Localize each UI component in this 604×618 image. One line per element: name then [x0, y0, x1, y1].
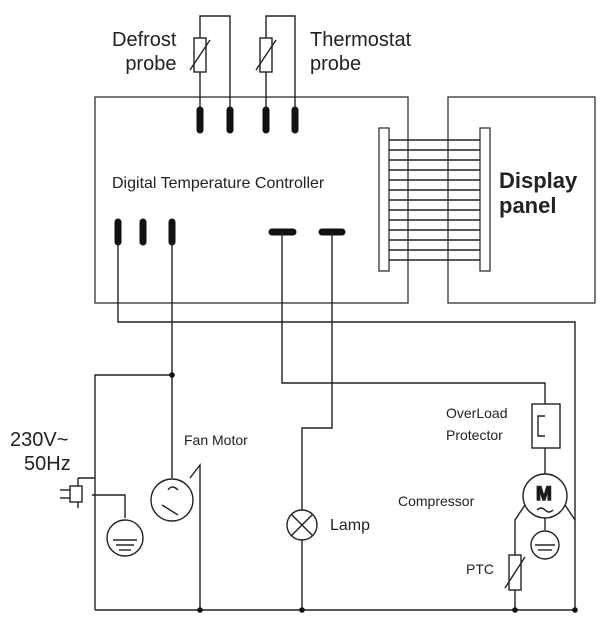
compressor-label: Compressor	[398, 493, 475, 509]
controller-label: Digital Temperature Controller	[112, 175, 325, 192]
compressor-symbol: M	[522, 473, 568, 560]
lamp-label: Lamp	[330, 517, 371, 534]
ptc-label: PTC	[466, 561, 494, 577]
power-plug-symbol	[60, 485, 144, 557]
supply-label: 230V~ 50Hz	[10, 429, 71, 475]
thermostat-probe-label: Thermostat probe	[310, 29, 412, 75]
overload-protector-symbol	[531, 403, 561, 449]
power-terminals	[114, 218, 176, 246]
thermostat-probe-symbol	[255, 15, 296, 110]
display-panel-label: Display panel	[499, 168, 578, 218]
fan-motor-label: Fan Motor	[184, 432, 248, 448]
defrost-probe-label: Defrost probe	[112, 29, 177, 75]
controller-box	[94, 96, 409, 304]
defrost-probe-symbol	[189, 15, 231, 110]
compressor-motor-letter: M	[536, 484, 552, 505]
lamp-symbol	[286, 509, 318, 541]
junction-dots	[169, 372, 578, 613]
fan-motor-symbol	[150, 478, 194, 522]
ribbon-cable	[378, 127, 491, 272]
wires	[77, 232, 576, 611]
overload-protector-label: OverLoad Protector	[446, 405, 508, 443]
ptc-symbol	[504, 554, 526, 591]
probe-terminals	[196, 106, 299, 134]
